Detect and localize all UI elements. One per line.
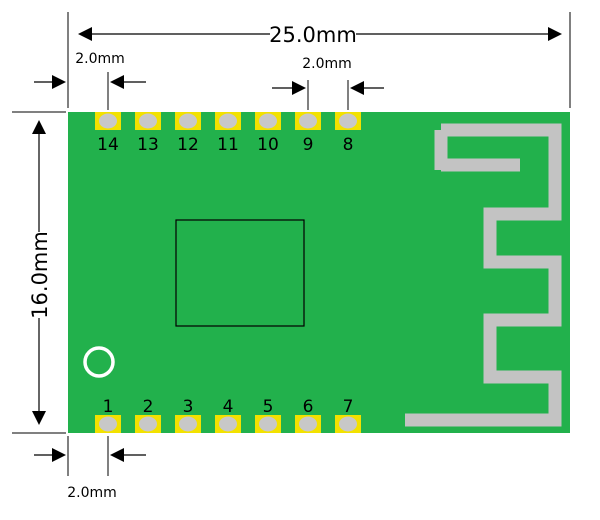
pin-number-1: 1 [103, 397, 114, 417]
top-pin-numbers: 14 13 12 11 10 9 8 [97, 135, 353, 155]
pitch-bottom-label: 2.0mm [67, 485, 117, 501]
pitch-bottom-dimension: 2.0mm [34, 436, 146, 501]
pin-number-13: 13 [137, 135, 159, 155]
pin-number-4: 4 [223, 397, 234, 417]
pitch-top-right-dimension: 2.0mm [272, 56, 384, 110]
pad-hole-10 [259, 113, 277, 129]
pitch-top-right-label: 2.0mm [302, 56, 352, 72]
pin-number-3: 3 [183, 397, 194, 417]
pin-number-10: 10 [257, 135, 279, 155]
pad-hole-13 [139, 113, 157, 129]
pad-hole-14 [99, 113, 117, 129]
antenna-trace [405, 123, 562, 427]
pad-hole-1 [99, 416, 117, 432]
pin1-marker [83, 346, 115, 378]
width-label: 25.0mm [269, 23, 357, 47]
width-dimension: 25.0mm [67, 12, 571, 108]
pin-number-7: 7 [343, 397, 354, 417]
bottom-pin-numbers: 1 2 3 4 5 6 7 [103, 397, 354, 417]
pin-number-9: 9 [303, 135, 314, 155]
bottom-pads [95, 415, 361, 433]
pad-hole-2 [139, 416, 157, 432]
height-dimension: 16.0mm [12, 111, 66, 434]
pad-hole-5 [259, 416, 277, 432]
pin-number-12: 12 [177, 135, 199, 155]
chip-outline [175, 219, 305, 327]
height-label: 16.0mm [28, 231, 52, 319]
pad-hole-3 [179, 416, 197, 432]
pin-number-2: 2 [143, 397, 154, 417]
pad-hole-8 [339, 113, 357, 129]
pad-hole-11 [219, 113, 237, 129]
pad-hole-4 [219, 416, 237, 432]
pin-number-6: 6 [303, 397, 314, 417]
pad-hole-9 [299, 113, 317, 129]
pad-hole-12 [179, 113, 197, 129]
pin-number-14: 14 [97, 135, 119, 155]
pin-number-5: 5 [263, 397, 274, 417]
pin-number-11: 11 [217, 135, 239, 155]
pad-hole-6 [299, 416, 317, 432]
pitch-top-left-dimension: 2.0mm [34, 51, 146, 110]
pin-number-8: 8 [343, 135, 354, 155]
top-pads [95, 112, 361, 130]
pad-hole-7 [339, 416, 357, 432]
pitch-top-left-label: 2.0mm [75, 51, 125, 67]
